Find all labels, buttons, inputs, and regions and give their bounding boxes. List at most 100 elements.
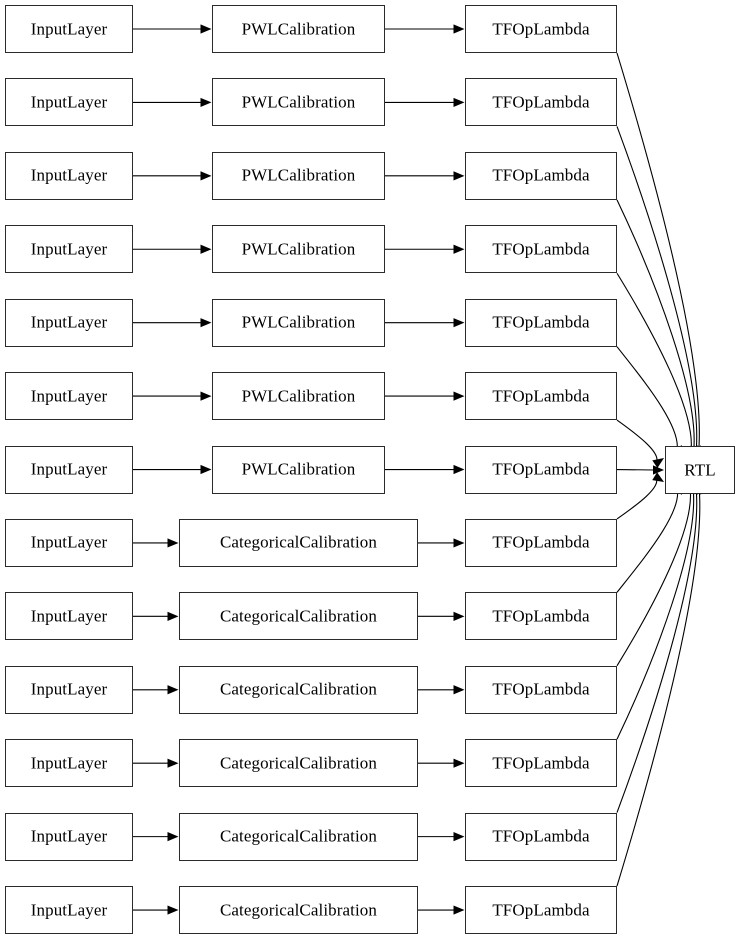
edge-op-to-rtl-2 [616, 126, 698, 456]
node-tfoplambda-7-label: TFOpLambda [492, 459, 590, 479]
node-input-layer-9[interactable]: InputLayer [5, 592, 133, 641]
node-tfoplambda-10-label: TFOpLambda [492, 679, 590, 699]
node-input-layer-7[interactable]: InputLayer [5, 445, 133, 494]
node-input-layer-11[interactable]: InputLayer [5, 739, 133, 788]
node-input-layer-5[interactable]: InputLayer [5, 298, 133, 347]
node-input-layer-3-label: InputLayer [30, 165, 108, 185]
node-input-layer-13[interactable]: InputLayer [5, 886, 133, 935]
node-tfoplambda-9-label: TFOpLambda [492, 606, 590, 626]
node-tfoplambda-12[interactable]: TFOpLambda [465, 812, 617, 861]
arrowhead-calibration-to-op-5 [453, 318, 465, 328]
node-categorical-calibration-13[interactable]: CategoricalCalibration [179, 886, 418, 935]
node-categorical-calibration-13-label: CategoricalCalibration [219, 900, 378, 920]
node-tfoplambda-12-label: TFOpLambda [492, 826, 590, 846]
arrowhead-calibration-to-op-11 [453, 758, 465, 768]
node-input-layer-10-label: InputLayer [30, 679, 108, 699]
node-tfoplambda-1-label: TFOpLambda [492, 19, 590, 38]
arrowhead-input-to-calibration-13 [167, 905, 179, 915]
node-tfoplambda-8-label: TFOpLambda [492, 532, 590, 552]
node-tfoplambda-3[interactable]: TFOpLambda [465, 151, 617, 200]
node-input-layer-5-label: InputLayer [30, 312, 108, 332]
node-tfoplambda-5-label: TFOpLambda [492, 312, 590, 332]
edge-op-to-rtl-1 [616, 52, 700, 456]
node-pwl-calibration-4[interactable]: PWLCalibration [212, 225, 385, 274]
edge-op-to-rtl-9 [616, 485, 679, 593]
node-input-layer-4[interactable]: InputLayer [5, 225, 133, 274]
node-tfoplambda-13-label: TFOpLambda [492, 900, 590, 920]
node-tfoplambda-2[interactable]: TFOpLambda [465, 78, 617, 127]
arrowhead-op-to-rtl-7 [653, 465, 664, 475]
node-pwl-calibration-2-label: PWLCalibration [241, 92, 356, 112]
node-input-layer-12[interactable]: InputLayer [5, 812, 133, 861]
arrowhead-input-to-calibration-10 [167, 685, 179, 695]
node-input-layer-11-label: InputLayer [30, 753, 108, 773]
node-input-layer-7-label: InputLayer [30, 459, 108, 479]
node-categorical-calibration-10[interactable]: CategoricalCalibration [179, 665, 418, 714]
node-tfoplambda-13[interactable]: TFOpLambda [465, 886, 617, 935]
node-pwl-calibration-6[interactable]: PWLCalibration [212, 372, 385, 421]
node-categorical-calibration-9-label: CategoricalCalibration [219, 606, 378, 626]
node-pwl-calibration-1[interactable]: PWLCalibration [212, 5, 385, 53]
node-tfoplambda-11[interactable]: TFOpLambda [465, 739, 617, 788]
arrowhead-calibration-to-op-8 [453, 538, 465, 548]
node-input-layer-6[interactable]: InputLayer [5, 372, 133, 421]
node-tfoplambda-6-label: TFOpLambda [492, 386, 590, 406]
node-tfoplambda-4-label: TFOpLambda [492, 239, 590, 259]
arrowhead-calibration-to-op-9 [453, 611, 465, 621]
node-tfoplambda-5[interactable]: TFOpLambda [465, 298, 617, 347]
node-categorical-calibration-11[interactable]: CategoricalCalibration [179, 739, 418, 788]
node-rtl-label: RTL [684, 460, 716, 479]
edge-op-to-rtl-10 [616, 484, 692, 667]
arrowhead-calibration-to-op-13 [453, 905, 465, 915]
node-tfoplambda-6[interactable]: TFOpLambda [465, 372, 617, 421]
node-tfoplambda-4[interactable]: TFOpLambda [465, 225, 617, 274]
node-tfoplambda-7[interactable]: TFOpLambda [465, 445, 617, 494]
node-input-layer-3[interactable]: InputLayer [5, 151, 133, 200]
node-input-layer-6-label: InputLayer [30, 386, 108, 406]
node-input-layer-1-label: InputLayer [30, 19, 108, 38]
node-input-layer-9-label: InputLayer [30, 606, 108, 626]
node-pwl-calibration-3[interactable]: PWLCalibration [212, 151, 385, 200]
node-tfoplambda-11-label: TFOpLambda [492, 753, 590, 773]
arrowhead-calibration-to-op-2 [453, 97, 465, 108]
node-pwl-calibration-3-label: PWLCalibration [241, 165, 356, 185]
node-input-layer-1[interactable]: InputLayer [5, 5, 133, 53]
arrowhead-calibration-to-op-10 [453, 685, 465, 695]
arrowhead-input-to-calibration-7 [200, 464, 212, 475]
node-tfoplambda-10[interactable]: TFOpLambda [465, 665, 617, 714]
node-tfoplambda-9[interactable]: TFOpLambda [465, 592, 617, 641]
node-input-layer-12-label: InputLayer [30, 826, 108, 846]
edge-op-to-rtl-13 [616, 484, 701, 887]
edge-op-to-rtl-5 [616, 346, 678, 454]
node-input-layer-10[interactable]: InputLayer [5, 665, 133, 714]
node-categorical-calibration-12-label: CategoricalCalibration [219, 826, 378, 846]
node-input-layer-8-label: InputLayer [30, 532, 108, 552]
arrowhead-input-to-calibration-5 [200, 318, 212, 328]
node-pwl-calibration-7[interactable]: PWLCalibration [212, 445, 385, 494]
node-input-layer-2-label: InputLayer [30, 92, 108, 112]
node-pwl-calibration-5[interactable]: PWLCalibration [212, 298, 385, 347]
node-categorical-calibration-9[interactable]: CategoricalCalibration [179, 592, 418, 641]
arrowhead-calibration-to-op-6 [453, 391, 465, 401]
node-input-layer-2[interactable]: InputLayer [5, 78, 133, 127]
arrowhead-calibration-to-op-12 [453, 832, 465, 842]
node-input-layer-4-label: InputLayer [30, 239, 108, 259]
arrowhead-input-to-calibration-8 [167, 538, 179, 548]
edge-op-to-rtl-11 [616, 484, 695, 740]
node-categorical-calibration-8[interactable]: CategoricalCalibration [179, 518, 418, 567]
node-rtl[interactable]: RTL [665, 446, 735, 494]
arrowhead-input-to-calibration-1 [200, 24, 212, 34]
node-tfoplambda-8[interactable]: TFOpLambda [465, 518, 617, 567]
edge-op-to-rtl-6 [616, 419, 658, 465]
node-input-layer-8[interactable]: InputLayer [5, 518, 133, 567]
node-categorical-calibration-10-label: CategoricalCalibration [219, 679, 378, 699]
node-input-layer-13-label: InputLayer [30, 900, 108, 920]
node-categorical-calibration-12[interactable]: CategoricalCalibration [179, 812, 418, 861]
node-pwl-calibration-7-label: PWLCalibration [241, 459, 356, 479]
node-pwl-calibration-2[interactable]: PWLCalibration [212, 78, 385, 127]
node-pwl-calibration-5-label: PWLCalibration [241, 312, 356, 332]
arrowhead-calibration-to-op-3 [453, 171, 465, 181]
arrowhead-input-to-calibration-9 [167, 611, 179, 621]
node-tfoplambda-1[interactable]: TFOpLambda [465, 5, 617, 53]
